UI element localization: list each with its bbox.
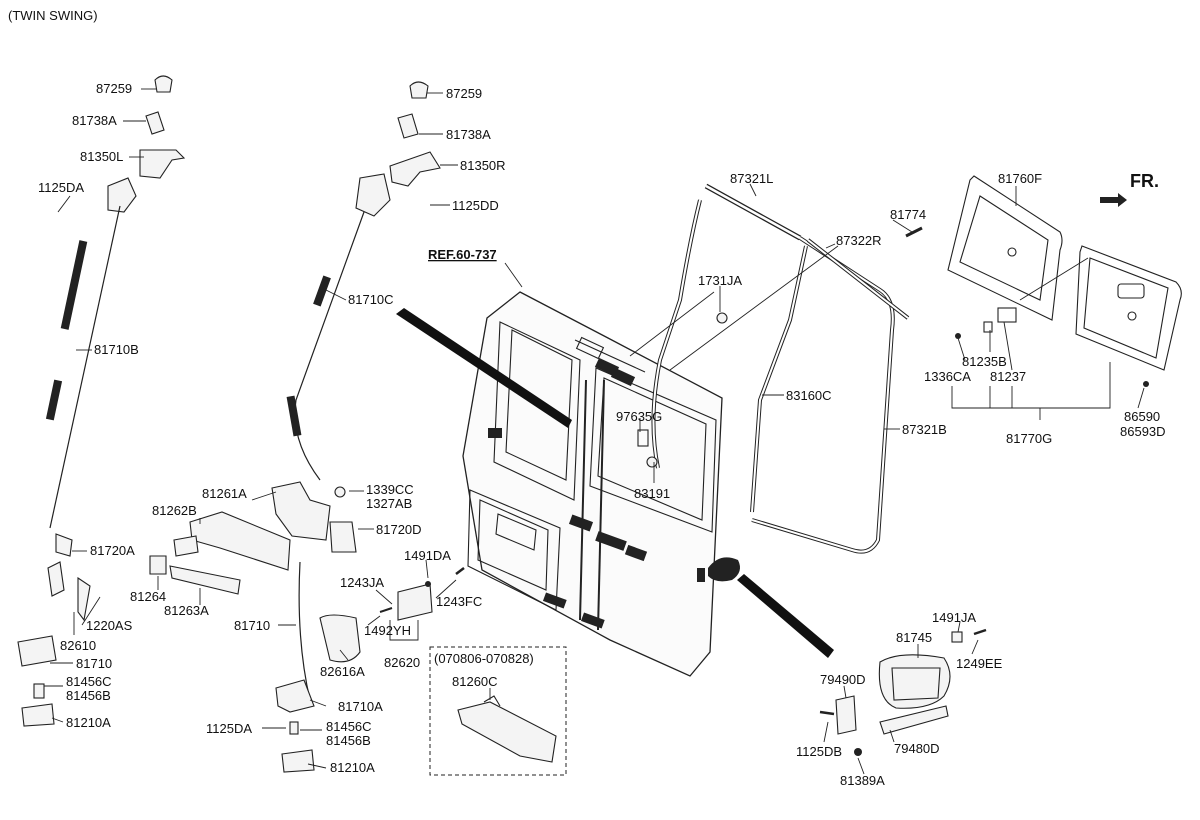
- part-label[interactable]: 1339CC: [366, 482, 414, 497]
- part-label[interactable]: 1731JA: [698, 273, 742, 288]
- right-hinge-assembly: [286, 81, 441, 481]
- reference-leader: [504, 262, 523, 288]
- part-label[interactable]: 81210A: [66, 715, 111, 730]
- part-label[interactable]: 1336CA: [924, 369, 971, 384]
- part-label[interactable]: 81710: [76, 656, 112, 671]
- part-label[interactable]: 81710B: [94, 342, 139, 357]
- part-label[interactable]: 81774: [890, 207, 926, 222]
- part-label[interactable]: 81350L: [80, 149, 123, 164]
- part-label[interactable]: 1125DD: [452, 198, 499, 213]
- part-label[interactable]: 81210A: [330, 760, 375, 775]
- part-label[interactable]: 82616A: [320, 664, 365, 679]
- part-label[interactable]: 81760F: [998, 171, 1042, 186]
- part-label[interactable]: 97635G: [616, 409, 662, 424]
- front-arrow-icon: [1100, 193, 1127, 207]
- part-label[interactable]: 81720A: [90, 543, 135, 558]
- variant-title: (TWIN SWING): [8, 8, 98, 23]
- part-label[interactable]: 1125DA: [38, 180, 84, 195]
- part-label[interactable]: 1492YH: [364, 623, 411, 638]
- part-label[interactable]: 81263A: [164, 603, 209, 618]
- pointer-band-left: [396, 308, 572, 428]
- part-label[interactable]: 1243JA: [340, 575, 384, 590]
- reference-label[interactable]: REF.60-737: [428, 247, 497, 262]
- part-label[interactable]: 1243FC: [436, 594, 482, 609]
- subassembly-range: (070806-070828): [434, 651, 534, 666]
- trim-panels: [947, 175, 1182, 387]
- part-label[interactable]: 86590: [1124, 409, 1160, 424]
- part-label[interactable]: 1249EE: [956, 656, 1003, 671]
- part-label[interactable]: 87259: [96, 81, 132, 96]
- part-label[interactable]: 1125DB: [796, 744, 842, 759]
- part-label[interactable]: 83160C: [786, 388, 832, 403]
- part-label[interactable]: 81264: [130, 589, 166, 604]
- part-label[interactable]: 81710C: [348, 292, 394, 307]
- part-label[interactable]: 87321L: [730, 171, 773, 186]
- part-label[interactable]: 1491DA: [404, 548, 451, 563]
- part-label[interactable]: 81262B: [152, 503, 197, 518]
- subassembly-box: [429, 646, 567, 776]
- part-label[interactable]: 81456B: [326, 733, 371, 748]
- pointer-band-right: [737, 574, 834, 658]
- part-label[interactable]: 81770G: [1006, 431, 1052, 446]
- part-label[interactable]: 83191: [634, 486, 670, 501]
- part-label[interactable]: 81738A: [446, 127, 491, 142]
- part-label[interactable]: 1491JA: [932, 610, 976, 625]
- part-label[interactable]: 81260C: [452, 674, 498, 689]
- lower-right-hardware: [819, 628, 987, 756]
- part-label[interactable]: 86593D: [1120, 424, 1166, 439]
- part-label[interactable]: 81710: [234, 618, 270, 633]
- part-label[interactable]: 81456C: [326, 719, 372, 734]
- part-label[interactable]: 82620: [384, 655, 420, 670]
- part-label[interactable]: 82610: [60, 638, 96, 653]
- leader-lines: [44, 88, 1145, 775]
- part-label[interactable]: 81456C: [66, 674, 112, 689]
- part-label[interactable]: 81261A: [202, 486, 247, 501]
- part-label[interactable]: 87259: [446, 86, 482, 101]
- part-label[interactable]: 81456B: [66, 688, 111, 703]
- part-label[interactable]: 81710A: [338, 699, 383, 714]
- part-label[interactable]: 87321B: [902, 422, 947, 437]
- part-label[interactable]: 81745: [896, 630, 932, 645]
- part-label[interactable]: 1125DA: [206, 721, 252, 736]
- part-labels: 87259 81738A 81350L 1125DA 81710B 81720A…: [38, 81, 1166, 788]
- tailgate-door: [462, 291, 740, 677]
- left-hinge-assembly: [17, 75, 186, 727]
- part-label[interactable]: 81389A: [840, 773, 885, 788]
- part-label[interactable]: 79480D: [894, 741, 940, 756]
- part-label[interactable]: 81237: [990, 369, 1026, 384]
- part-label[interactable]: 1327AB: [366, 496, 412, 511]
- part-label[interactable]: 81235B: [962, 354, 1007, 369]
- part-label[interactable]: 81350R: [460, 158, 506, 173]
- front-direction-label: FR.: [1130, 171, 1159, 191]
- part-label[interactable]: 87322R: [836, 233, 882, 248]
- weatherstrips: [646, 183, 923, 554]
- part-label[interactable]: 81720D: [376, 522, 422, 537]
- latch-cluster: [149, 481, 465, 773]
- outer-handle-assembly: [457, 695, 557, 763]
- part-label[interactable]: 79490D: [820, 672, 866, 687]
- part-label[interactable]: 1220AS: [86, 618, 133, 633]
- part-label[interactable]: 81738A: [72, 113, 117, 128]
